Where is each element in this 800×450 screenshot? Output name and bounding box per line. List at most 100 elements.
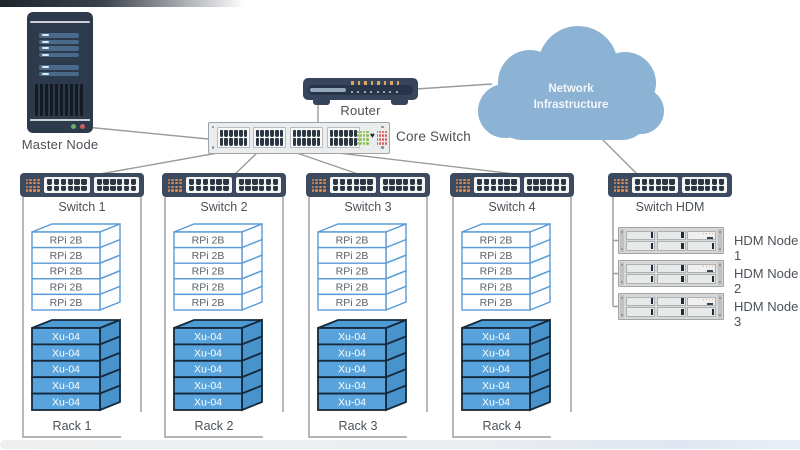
stack-unit-label: Xu-04: [338, 397, 366, 409]
vent-grille: [35, 84, 85, 116]
stack-unit-label: RPi 2B: [192, 297, 225, 309]
stack-unit-label: RPi 2B: [192, 281, 225, 293]
stack-unit-label: Xu-04: [338, 364, 366, 376]
stack-unit-label: RPi 2B: [336, 266, 369, 278]
port-group: [44, 177, 90, 193]
stack-unit-label: RPi 2B: [50, 235, 83, 247]
router-status-dots: [351, 90, 398, 93]
stack-unit-label: Xu-04: [482, 331, 510, 343]
control-panel: [687, 230, 716, 240]
rack-4-label: Rack 4: [482, 419, 522, 433]
stack-unit-label: RPi 2B: [480, 297, 513, 309]
link-router-cloud: [415, 83, 493, 90]
router-foot: [391, 100, 408, 105]
router-panel: [308, 85, 413, 95]
rack-3-bracket: [308, 197, 407, 438]
drive-bay: [626, 274, 655, 284]
drive-bay: [39, 33, 79, 38]
cloud-base: [494, 84, 650, 140]
stack-unit-label: Xu-04: [52, 331, 80, 343]
router-foot: [313, 100, 330, 105]
drive-bay: [39, 71, 79, 76]
stack-unit-label: Xu-04: [194, 364, 222, 376]
port-group: [474, 177, 520, 193]
tower-separator-line: [30, 119, 90, 121]
stack-unit-label: Xu-04: [482, 397, 510, 409]
green-led: [71, 124, 76, 129]
port-group: [235, 177, 281, 193]
heart-icon: ♥: [370, 131, 375, 140]
port-group: [681, 177, 727, 193]
rack-ear: [718, 295, 722, 318]
hdm-node-3-label: HDM Node 3: [734, 299, 799, 329]
stack-unit-label: Xu-04: [194, 397, 222, 409]
master-node-label: Master Node: [21, 137, 99, 152]
port-group: [379, 177, 425, 193]
rack-4-bracket: [452, 197, 551, 438]
port-group: [186, 177, 232, 193]
switch-4-label: Switch 4: [488, 200, 536, 214]
link-core-switch2: [234, 151, 259, 175]
port-group: [632, 177, 678, 193]
stack-unit-label: Xu-04: [194, 380, 222, 392]
rack-1-bracket: [22, 197, 121, 438]
stack-unit-label: RPi 2B: [480, 281, 513, 293]
port-group: [253, 127, 286, 148]
stack-unit-label: RPi 2B: [50, 250, 83, 262]
switch-3-label: Switch 3: [344, 200, 392, 214]
screw-icon: [211, 146, 214, 149]
hdm-node-2-label: HDM Node 2: [734, 266, 799, 296]
stack-unit-label: RPi 2B: [480, 235, 513, 247]
stack-unit-label: RPi 2B: [336, 250, 369, 262]
drive-bays: [626, 263, 716, 284]
stack-unit-label: Xu-04: [338, 347, 366, 359]
port-group: [217, 127, 250, 148]
stack-unit-label: Xu-04: [52, 364, 80, 376]
screw-icon: [381, 146, 384, 149]
drive-bay: [626, 230, 655, 240]
stack-unit-label: Xu-04: [194, 331, 222, 343]
router-slot: [310, 88, 346, 92]
rack-ear: [620, 262, 624, 285]
switch-hdm-label: Switch HDM: [635, 200, 705, 214]
drive-bay: [39, 65, 79, 70]
router-label: Router: [340, 103, 381, 118]
port-group: [327, 127, 360, 148]
drive-bay: [656, 296, 686, 306]
rack-ear: [718, 229, 722, 252]
port-group: [290, 127, 323, 148]
stack-unit-label: RPi 2B: [336, 281, 369, 293]
port-group: [93, 177, 139, 193]
stack-unit-label: Xu-04: [52, 347, 80, 359]
bottom-bar-artifact: [0, 440, 800, 449]
port-group: [330, 177, 376, 193]
rack-ear: [620, 229, 624, 252]
top-shadow-artifact: [0, 0, 340, 7]
screw-icon: [211, 125, 214, 128]
drive-bay: [626, 307, 655, 317]
drive-bay: [656, 263, 686, 273]
stack-unit-label: RPi 2B: [50, 297, 83, 309]
switch-4: [450, 173, 574, 197]
drive-bay: [656, 274, 686, 284]
stack-unit-label: Xu-04: [52, 380, 80, 392]
hdm-node-1-label: HDM Node 1: [734, 233, 799, 263]
drive-bay: [656, 307, 686, 317]
switch-2: [162, 173, 286, 197]
drive-bay: [39, 52, 79, 57]
master-node-server: [27, 12, 93, 133]
stack-unit-label: RPi 2B: [480, 266, 513, 278]
stack-unit-label: Xu-04: [52, 397, 80, 409]
drive-bay: [39, 39, 79, 44]
stack-unit-label: RPi 2B: [192, 266, 225, 278]
stack-unit-label: RPi 2B: [336, 297, 369, 309]
hdm-node-2: [618, 260, 724, 287]
stack-unit-label: RPi 2B: [192, 250, 225, 262]
